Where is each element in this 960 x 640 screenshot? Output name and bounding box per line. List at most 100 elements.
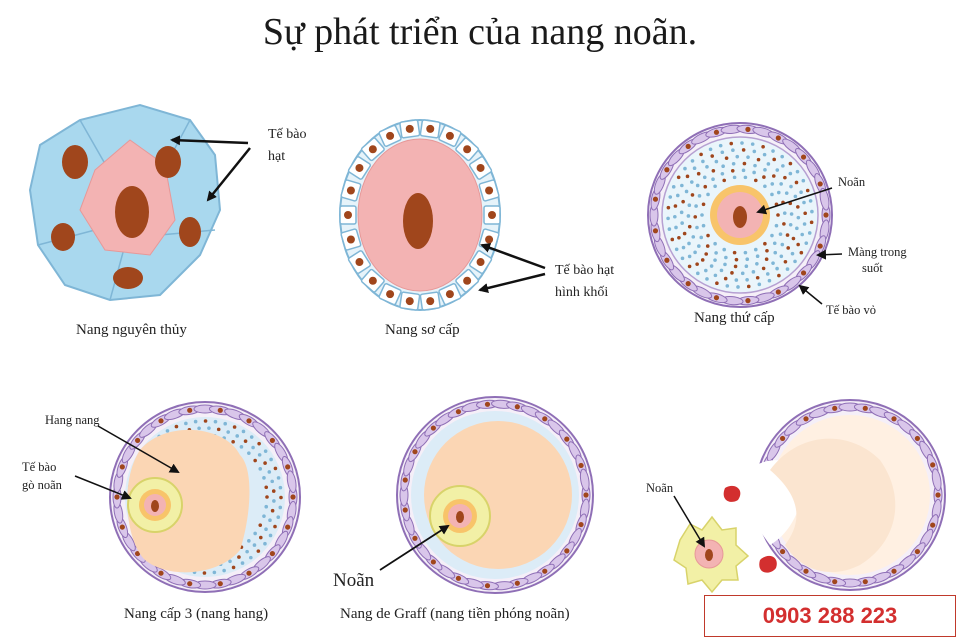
granulosa-cell bbox=[732, 250, 737, 255]
granulosa-cell bbox=[278, 485, 283, 490]
cell-nucleus bbox=[463, 276, 472, 285]
cell-nucleus bbox=[114, 494, 120, 500]
granulosa-cell bbox=[695, 225, 699, 230]
granulosa-cell bbox=[263, 461, 267, 465]
theca-cells bbox=[399, 399, 591, 591]
cell-nucleus bbox=[488, 211, 496, 219]
granulosa-cell bbox=[734, 257, 739, 262]
granulosa-cell bbox=[766, 162, 771, 166]
granulosa-cell bbox=[761, 145, 765, 149]
cell-nucleus bbox=[514, 404, 520, 410]
page-title: Sự phát triển của nang noãn. bbox=[262, 11, 698, 53]
label-oocyte-3: Noãn bbox=[646, 481, 674, 495]
granulosa-cell bbox=[690, 180, 694, 184]
cell-nucleus bbox=[134, 437, 141, 444]
cell-nucleus bbox=[800, 270, 807, 276]
granulosa-cell bbox=[796, 205, 800, 209]
theca-cell bbox=[579, 468, 590, 492]
granulosa-cell bbox=[746, 155, 750, 159]
cell-nucleus bbox=[803, 568, 809, 574]
granulosa-cell bbox=[779, 254, 784, 259]
cell-nucleus bbox=[187, 581, 193, 587]
granulosa-cell bbox=[713, 184, 717, 189]
granulosa-cell bbox=[700, 258, 705, 262]
granulosa-cell bbox=[773, 250, 778, 255]
granulosa-cell bbox=[681, 245, 686, 250]
granulosa-cell bbox=[807, 231, 812, 235]
cell-nucleus bbox=[935, 492, 941, 498]
granulosa-cell bbox=[213, 419, 218, 424]
granulosa-cell bbox=[713, 241, 717, 246]
granulosa-cell bbox=[696, 171, 701, 176]
cell-nucleus bbox=[745, 126, 751, 132]
granulosa-cell bbox=[243, 439, 248, 443]
granulosa-cell bbox=[680, 256, 685, 261]
granulosa-cell bbox=[703, 184, 708, 189]
cell-nucleus bbox=[800, 154, 807, 160]
cell-nucleus bbox=[217, 407, 223, 413]
label-cuboidal-cell-line1: Tế bào hạt bbox=[555, 263, 614, 278]
granulosa-cell bbox=[699, 152, 703, 157]
cell-nucleus bbox=[405, 297, 414, 306]
granulosa-cell bbox=[800, 232, 805, 237]
granulosa-cell bbox=[795, 169, 800, 174]
cell-nucleus bbox=[578, 521, 584, 528]
granulosa-cell bbox=[794, 180, 799, 185]
cell-nucleus bbox=[484, 401, 491, 407]
granulosa-cell bbox=[778, 232, 783, 236]
granulosa-cell bbox=[687, 241, 691, 246]
granulosa-cell bbox=[207, 426, 211, 430]
granulosa-cell bbox=[791, 236, 796, 241]
granulosa-cell bbox=[687, 254, 692, 259]
granulosa-cell bbox=[783, 259, 788, 264]
granulosa-cell bbox=[245, 549, 249, 554]
granulosa-cell bbox=[693, 215, 698, 219]
granulosa-cell bbox=[684, 189, 689, 194]
cell-nucleus bbox=[386, 131, 395, 140]
granulosa-cell bbox=[771, 174, 776, 178]
cell-nucleus bbox=[564, 436, 570, 442]
granulosa-cell bbox=[802, 222, 807, 226]
cell-nucleus bbox=[713, 295, 720, 301]
granulosa-cell bbox=[723, 276, 728, 281]
granulosa-cell bbox=[268, 533, 273, 538]
caption-graafian-follicle: Nang de Graff (nang tiền phóng noãn) bbox=[340, 606, 570, 622]
cell-nucleus bbox=[803, 416, 809, 422]
granulosa-cell bbox=[174, 424, 179, 429]
granulosa-cell bbox=[782, 222, 786, 226]
granulosa-cell bbox=[676, 175, 681, 180]
granulosa-cell bbox=[755, 275, 760, 280]
granulosa-cell bbox=[223, 421, 228, 426]
granulosa-cell bbox=[740, 141, 744, 145]
granulosa-cell bbox=[746, 284, 751, 289]
granulosa-cell bbox=[752, 149, 757, 154]
granulosa-cell bbox=[239, 445, 244, 449]
cell-nucleus bbox=[664, 257, 670, 263]
cell-nucleus bbox=[158, 418, 164, 424]
granulosa-cell bbox=[265, 495, 269, 499]
cell-nucleus bbox=[187, 407, 193, 413]
granulosa-cell bbox=[745, 278, 749, 282]
granulosa-cell bbox=[779, 182, 783, 186]
cell-nucleus bbox=[779, 435, 786, 442]
theca-cell bbox=[286, 470, 297, 494]
granulosa-cell bbox=[696, 271, 700, 276]
granulosa-cell bbox=[673, 204, 678, 208]
granulosa-cell bbox=[763, 241, 767, 246]
cell-nucleus bbox=[542, 416, 548, 422]
granulosa-cell bbox=[705, 165, 709, 169]
cell-nucleus bbox=[832, 579, 838, 585]
cell-nucleus bbox=[455, 409, 462, 415]
cell-nucleus bbox=[445, 131, 454, 140]
granulosa-cell bbox=[731, 161, 736, 166]
granulosa-cell bbox=[810, 209, 814, 214]
granulosa-cell bbox=[671, 185, 676, 189]
granulosa-cell bbox=[673, 214, 677, 219]
granulosa-cell bbox=[790, 251, 795, 256]
cell-nucleus bbox=[290, 494, 296, 500]
cell-nucleus bbox=[344, 211, 352, 219]
granulosa-cell bbox=[705, 244, 710, 248]
label-zona-line1: Màng trong bbox=[848, 245, 907, 259]
label-theca-cell: Tế bào vỏ bbox=[826, 303, 876, 317]
contact-phone[interactable]: 0903 288 223 bbox=[762, 603, 898, 628]
